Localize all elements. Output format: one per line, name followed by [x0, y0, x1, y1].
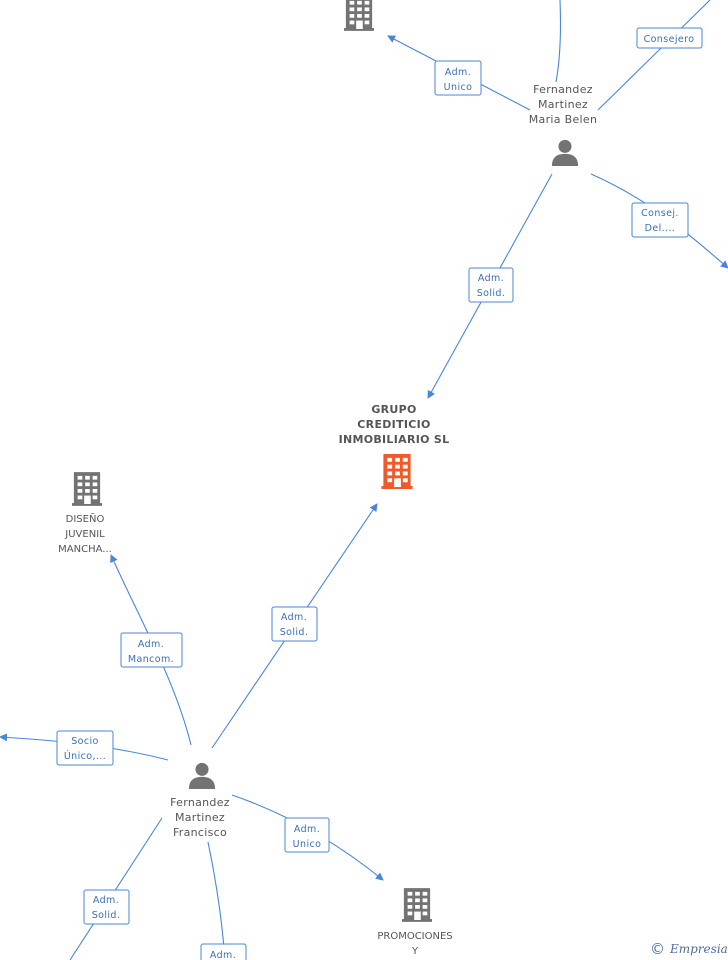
copyright-symbol: ©: [650, 940, 665, 958]
brand-logo-text: Empresia: [669, 942, 728, 956]
svg-text:Mancom.: Mancom.: [128, 654, 174, 665]
node-company-promociones[interactable]: PROMOCIONES Y: [377, 888, 453, 957]
edge-label-adm-solid-maria[interactable]: Adm. Solid.: [468, 267, 514, 303]
person-name-line-2: Martinez: [175, 811, 225, 824]
edge-label-adm-unico-top[interactable]: Adm. Unico: [434, 60, 482, 96]
svg-text:Adm.: Adm.: [210, 950, 236, 960]
edge-label-adm-solid-francisco-main[interactable]: Adm. Solid.: [271, 606, 318, 642]
person-name-line-3: Maria Belen: [529, 113, 597, 126]
svg-text:Único,...: Único,...: [64, 750, 106, 762]
company-name-line-2: JUVENIL: [64, 529, 105, 540]
empresia-watermark: © Empresia: [650, 940, 728, 958]
edge-label-adm-mancom[interactable]: Adm. Mancom.: [120, 632, 183, 668]
svg-text:Socio: Socio: [71, 736, 99, 747]
edge-label-adm-solid-bottom[interactable]: Adm. Solid.: [83, 889, 130, 925]
svg-text:Adm.: Adm.: [281, 612, 307, 623]
building-icon: [344, 0, 374, 31]
edge-francisco-adm-down: [207, 841, 226, 960]
edge-label-consej-del[interactable]: Consej. Del....: [631, 202, 689, 238]
person-name-line-1: Fernandez: [170, 796, 230, 809]
node-person-francisco[interactable]: Fernandez Martinez Francisco: [170, 762, 230, 839]
company-name-line-2: Y: [411, 946, 419, 957]
building-icon: [381, 454, 413, 489]
svg-text:Adm.: Adm.: [478, 273, 504, 284]
svg-text:Adm.: Adm.: [294, 824, 320, 835]
company-name-line-2: CREDITICIO: [357, 418, 430, 431]
node-person-maria-belen[interactable]: Fernandez Martinez Maria Belen: [529, 83, 597, 166]
company-name-line-1: PROMOCIONES: [377, 931, 452, 942]
company-name-line-1: GRUPO: [371, 403, 416, 416]
company-name-line-1: DISEÑO: [66, 512, 105, 525]
node-top-company[interactable]: [344, 0, 374, 31]
company-name-line-3: MANCHA...: [58, 544, 112, 555]
edge-label-adm-unico-promociones[interactable]: Adm. Unico: [284, 817, 330, 853]
svg-text:Unico: Unico: [444, 82, 473, 93]
svg-text:Solid.: Solid.: [92, 910, 121, 921]
person-name-line-2: Martinez: [538, 98, 588, 111]
building-icon: [72, 472, 102, 506]
person-icon: [188, 762, 216, 789]
svg-text:Unico: Unico: [293, 839, 322, 850]
svg-text:Adm.: Adm.: [138, 639, 164, 650]
svg-text:Del....: Del....: [645, 223, 676, 234]
edge-francisco-solid-down: [69, 817, 163, 960]
edge-labels: Adm. Unico Consejero Consej. Del.... Adm…: [56, 27, 703, 960]
svg-text:Solid.: Solid.: [280, 627, 309, 638]
svg-text:Adm.: Adm.: [93, 895, 119, 906]
edge-maria-up-line: [555, 0, 562, 83]
person-name-line-1: Fernandez: [533, 83, 593, 96]
svg-text:Consej.: Consej.: [641, 208, 679, 219]
svg-text:Solid.: Solid.: [477, 288, 506, 299]
edge-maria-consejero: [597, 0, 711, 111]
edge-label-adm-bottom[interactable]: Adm.: [200, 943, 247, 960]
company-name-line-3: INMOBILIARIO SL: [339, 433, 450, 446]
node-company-disenyo[interactable]: DISEÑO JUVENIL MANCHA...: [58, 472, 112, 555]
edge-label-consejero[interactable]: Consejero: [636, 27, 703, 49]
building-icon: [402, 888, 432, 922]
person-name-line-3: Francisco: [173, 826, 227, 839]
node-main-company[interactable]: GRUPO CREDITICIO INMOBILIARIO SL: [339, 403, 450, 489]
svg-text:Consejero: Consejero: [644, 34, 695, 45]
svg-text:Adm.: Adm.: [445, 67, 471, 78]
person-icon: [551, 139, 579, 166]
edge-label-socio-unico[interactable]: Socio Único,...: [56, 730, 114, 766]
